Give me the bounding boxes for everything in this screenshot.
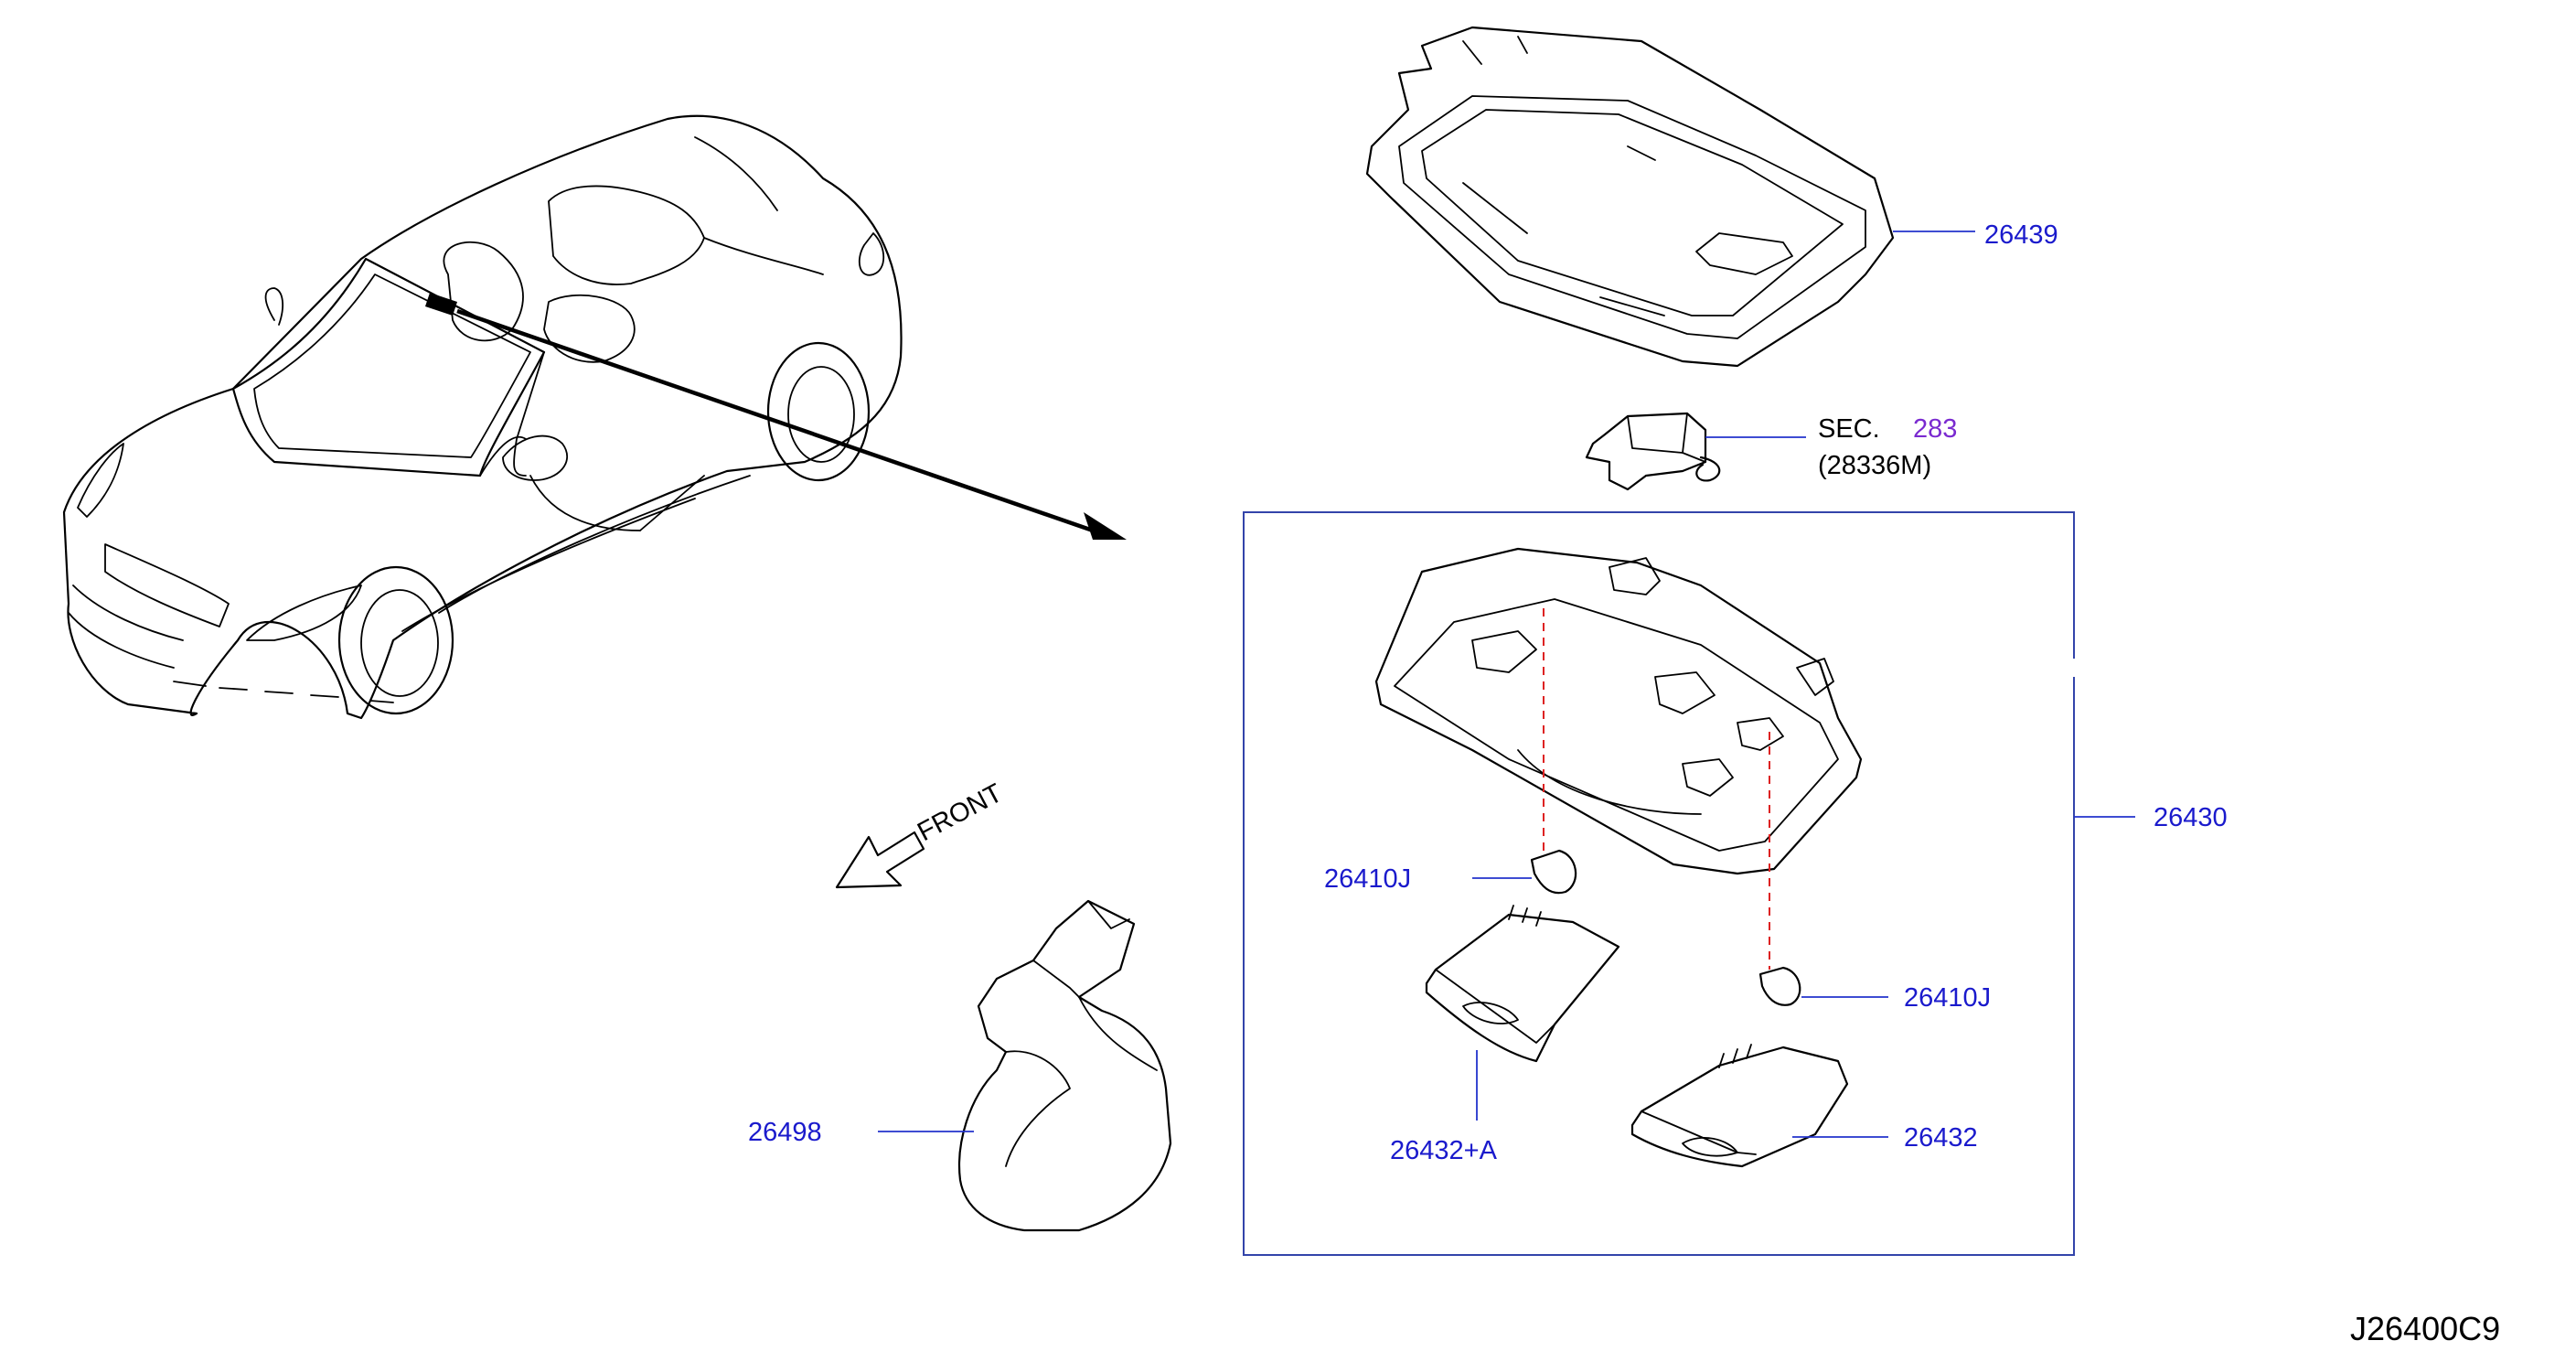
sec-link-283[interactable]: 283: [1913, 414, 1957, 444]
part-number-26430[interactable]: 26430: [2154, 803, 2228, 832]
part-number-26498[interactable]: 26498: [748, 1118, 822, 1147]
lens-26432: 26432: [1630, 1044, 1978, 1168]
part-number-26439[interactable]: 26439: [1984, 220, 2058, 250]
part-number-26432[interactable]: 26432: [1904, 1123, 1978, 1153]
callout-box-26430: 26430: [1243, 511, 2228, 1256]
part-number-26410J-right[interactable]: 26410J: [1904, 983, 1991, 1013]
sec-label: SEC.: [1818, 414, 1880, 444]
part-26439-frame: 26439: [1365, 26, 2058, 368]
front-direction-indicator: FRONT: [835, 778, 1008, 889]
bulb-26410J-left: 26410J: [1324, 849, 1577, 895]
connector-sec-283: SEC. 283 (28336M): [1585, 412, 1957, 491]
cover-26498: 26498: [748, 899, 1172, 1232]
front-label: FRONT: [913, 778, 1007, 847]
car-illustration: [62, 114, 1127, 720]
part-number-26410J-left[interactable]: 26410J: [1324, 864, 1411, 894]
diagram-code: J26400C9: [2350, 1310, 2500, 1347]
part-number-26432A[interactable]: 26432+A: [1390, 1136, 1498, 1165]
part-26430-map-lamp: [1374, 547, 1863, 970]
sec-reference: (28336M): [1818, 451, 1931, 480]
lens-26432A: 26432+A: [1390, 905, 1620, 1165]
bulb-26410J-right: 26410J: [1758, 966, 1991, 1013]
